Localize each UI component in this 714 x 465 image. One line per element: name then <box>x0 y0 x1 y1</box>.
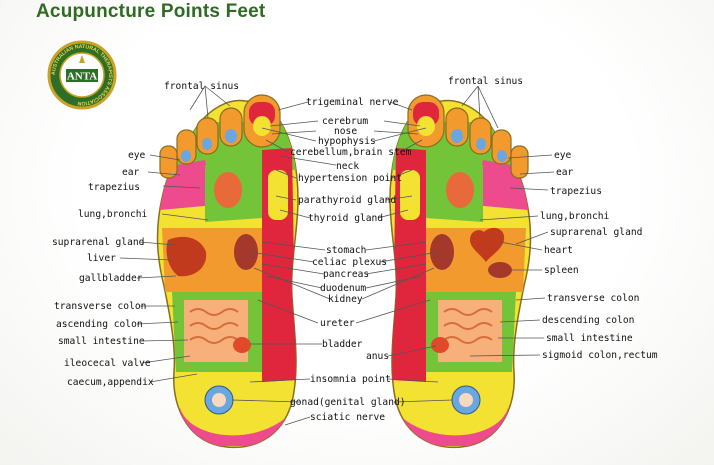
label-right-sigmoid-colon-rectum: sigmoid colon,rectum <box>542 350 658 361</box>
label-left-transverse-colon: transverse colon <box>54 301 146 312</box>
label-left-ascending-colon: ascending colon <box>56 319 143 330</box>
label-left-ileocecal-valve: ileocecal valve <box>64 358 151 369</box>
label-right-descending-colon: descending colon <box>542 315 634 326</box>
label-left-suprarenal-gland: suprarenal gland <box>52 237 144 248</box>
label-hypophysis: hypophysis <box>318 136 376 147</box>
label-left-liver: liver <box>87 253 116 264</box>
label-left-gallbladder: gallbladder <box>79 273 143 284</box>
label-cerebrum: cerebrum <box>322 116 368 127</box>
leader-lines <box>119 85 555 426</box>
label-sciatic-nerve: sciatic nerve <box>310 412 385 423</box>
label-pancreas: pancreas <box>323 269 369 280</box>
label-neck: neck <box>336 161 359 172</box>
label-left-ear: ear <box>122 167 140 178</box>
label-gonad: gonad(genital gland) <box>290 397 406 408</box>
left-foot <box>156 94 299 449</box>
anta-logo: AUSTRALIAN NATURAL THERAPISTS ASSOCIATIO… <box>47 40 117 110</box>
label-right-suprarenal-gland: suprarenal gland <box>550 227 642 238</box>
label-right-eye: eye <box>554 150 572 161</box>
label-left-lung-bronchi: lung,bronchi <box>78 209 148 220</box>
label-left-trapezius: trapezius <box>88 182 140 193</box>
label-trigeminal-nerve: trigeminal nerve <box>306 97 399 108</box>
label-cerebellum-brain-stem: cerebellum,brain stem <box>290 147 412 158</box>
label-right-spleen: spleen <box>544 265 579 276</box>
label-left-frontal-sinus: frontal sinus <box>164 81 239 92</box>
right-labels: frontal sinus eye ear trapezius lung,bro… <box>448 76 658 361</box>
right-foot <box>389 94 532 449</box>
label-duodenum: duodenum <box>320 283 366 294</box>
label-right-heart: heart <box>544 245 573 256</box>
label-ureter: ureter <box>320 318 355 329</box>
label-right-ear: ear <box>556 167 574 178</box>
label-hypertension-point: hypertension point <box>298 173 402 184</box>
label-left-caecum-appendix: caecum,appendix <box>67 377 154 388</box>
label-celiac-plexus: celiac plexus <box>312 257 387 268</box>
label-right-lung-bronchi: lung,bronchi <box>540 211 610 222</box>
left-labels: frontal sinus eye ear trapezius lung,bro… <box>52 81 239 388</box>
label-left-eye: eye <box>128 150 146 161</box>
label-kidney: kidney <box>328 294 363 305</box>
center-labels: trigeminal nerve cerebrum nose hypophysi… <box>290 97 412 423</box>
label-right-frontal-sinus: frontal sinus <box>448 76 523 87</box>
label-insomnia-point: insomnia point <box>310 374 391 385</box>
label-right-small-intestine: small intestine <box>546 333 633 344</box>
label-anus: anus <box>366 351 389 362</box>
label-bladder: bladder <box>322 339 363 350</box>
label-right-trapezius: trapezius <box>550 186 602 197</box>
label-nose: nose <box>334 126 357 137</box>
label-right-transverse-colon: transverse colon <box>547 293 639 304</box>
page-title: Acupuncture Points Feet <box>36 1 266 22</box>
logo-center-text: ANTA <box>67 71 97 83</box>
label-parathyroid-gland: parathyroid gland <box>298 195 396 206</box>
label-left-small-intestine: small intestine <box>58 336 145 347</box>
label-thyroid-gland: thyroid gland <box>308 213 383 224</box>
label-stomach: stomach <box>326 245 366 256</box>
